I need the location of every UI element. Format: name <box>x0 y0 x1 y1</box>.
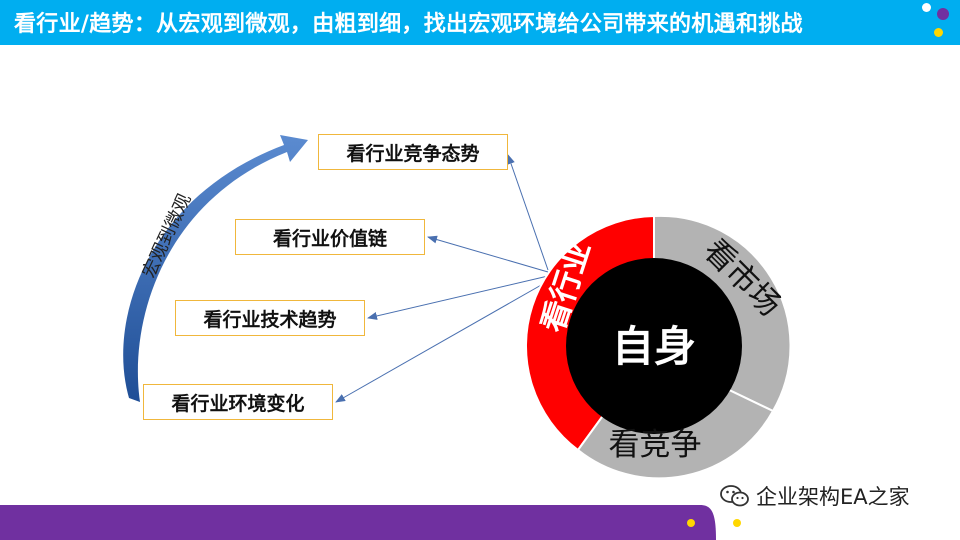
arrow-label: 宏观到微观 <box>138 191 195 281</box>
ring-center <box>566 258 742 434</box>
decor-dot <box>922 3 931 12</box>
ring-chart: 自身 看行业 看市场 看竞争 <box>525 214 792 480</box>
box-industry-competition: 看行业竞争态势 <box>318 134 508 170</box>
box-industry-tech-trend: 看行业技术趋势 <box>175 300 365 336</box>
connector-line <box>367 275 549 320</box>
page-title: 看行业/趋势：从宏观到微观，由粗到细，找出宏观环境给公司带来的机遇和挑战 <box>14 12 803 37</box>
connector-line <box>507 154 549 271</box>
connector-line <box>427 235 549 273</box>
watermark-text: 企业架构EA之家 <box>756 485 910 509</box>
ring-center-label: 自身 <box>612 322 696 371</box>
footer-decoration <box>0 505 741 540</box>
connector-line <box>335 279 551 403</box>
box-industry-environment: 看行业环境变化 <box>143 384 333 420</box>
decor-dot <box>937 8 949 20</box>
wechat-icon <box>720 484 750 508</box>
ring-label-competition: 看竞争 <box>609 427 702 463</box>
macro-to-micro-arrow <box>123 135 308 402</box>
title-bar: 看行业/趋势：从宏观到微观，由粗到细，找出宏观环境给公司带来的机遇和挑战 <box>0 0 960 45</box>
box-industry-value-chain: 看行业价值链 <box>235 219 425 255</box>
decor-dot <box>934 28 943 37</box>
watermark: 企业架构EA之家 <box>720 480 910 512</box>
